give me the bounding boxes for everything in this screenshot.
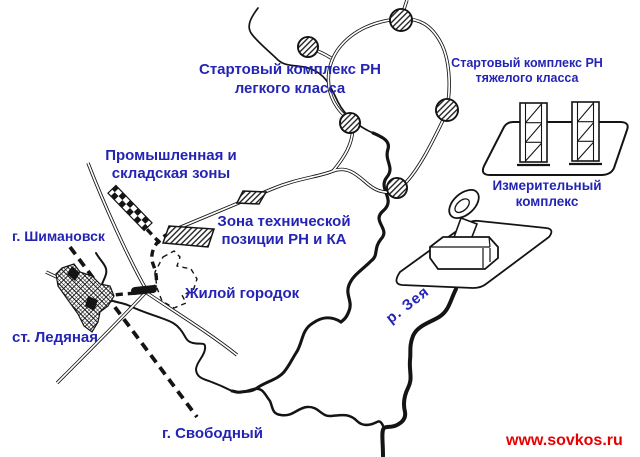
radar-dish-icon: [429, 189, 499, 270]
river-zeya: [230, 7, 458, 457]
label-heavy-complex-line2: тяжелого класса: [475, 71, 579, 85]
label-tech-position-line1: Зона технической: [217, 213, 351, 230]
label-light-complex-line1: Стартовый комплекс РН: [199, 61, 381, 78]
label-industrial-zone-line2: складская зоны: [111, 165, 231, 182]
label-measuring-complex-line2: комплекс: [515, 194, 579, 209]
label-measuring-complex-line1: Измерительный: [492, 178, 602, 193]
settlement-icon: [55, 263, 115, 333]
launch-pad-icons: [297, 8, 459, 199]
label-ledyanaya-station: ст. Ледяная: [12, 329, 99, 346]
label-light-complex: Стартовый комплекс РН легкого класса: [188, 60, 392, 98]
label-light-complex-line2: легкого класса: [234, 80, 346, 97]
label-shimanovsk: г. Шимановск: [12, 228, 105, 244]
label-tech-position-line2: позиции РН и КА: [221, 231, 347, 248]
label-measuring-complex: Измерительный комплекс: [487, 178, 607, 210]
label-heavy-complex-line1: Стартовый комплекс РН: [451, 56, 603, 70]
label-industrial-zone: Промышленная и складская зоны: [95, 147, 247, 183]
industrial-strip-icon: [107, 184, 153, 232]
label-residential-town: Жилой городок: [185, 285, 300, 302]
label-industrial-zone-line1: Промышленная и: [105, 147, 237, 164]
label-svobodny: г. Свободный: [162, 425, 263, 442]
watermark-text: www.sovkos.ru: [506, 432, 623, 449]
label-heavy-complex: Стартовый комплекс РН тяжелого класса: [442, 56, 612, 86]
tech-zone-area-icon: [161, 190, 268, 248]
heavy-complex-platform-icon: [481, 121, 629, 176]
residential-boundary: [154, 250, 198, 309]
label-tech-position: Зона технической позиции РН и КА: [208, 213, 360, 249]
